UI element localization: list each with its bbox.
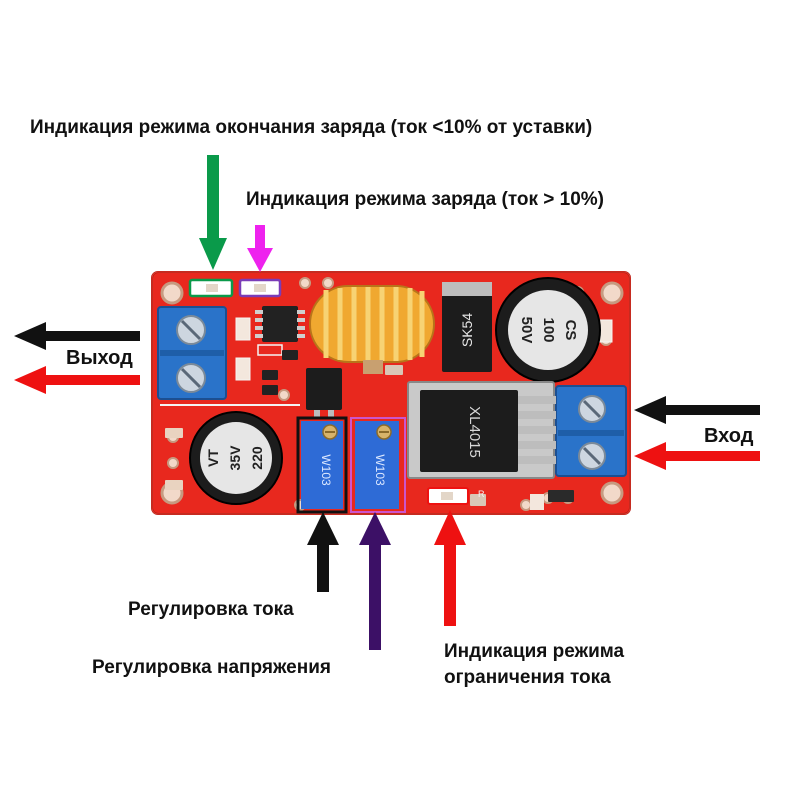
diode-marking: SK54 xyxy=(459,313,475,347)
label-output: Выход xyxy=(66,347,133,369)
schottky-diode: SK54 xyxy=(442,282,492,372)
mounting-hole xyxy=(600,281,624,305)
arrow-current-limit xyxy=(434,510,466,626)
arrow-charging xyxy=(247,225,273,272)
capacitor-left: VT 35V 220 xyxy=(189,411,283,505)
cap-left-line1: VT xyxy=(205,449,221,467)
led-charging xyxy=(238,278,282,298)
mounting-hole xyxy=(600,481,624,505)
label-voltage-adjust: Регулировка напряжения xyxy=(92,657,331,678)
label-charging: Индикация режима заряда (ток > 10%) xyxy=(246,189,605,210)
current-pot-marking: W103 xyxy=(319,454,333,486)
label-current-limit-line2: ограничения тока xyxy=(444,667,611,688)
led-full-charge xyxy=(188,278,234,298)
mounting-hole xyxy=(160,281,184,305)
control-ic xyxy=(255,306,305,342)
arrow-full-charge xyxy=(199,155,227,270)
arrow-output-positive xyxy=(14,366,140,394)
cap-right-line1: CS xyxy=(562,320,579,341)
label-current-adjust: Регулировка тока xyxy=(128,599,294,620)
current-trim-pot: W103 xyxy=(296,416,348,514)
cap-left-line2: 35V xyxy=(227,445,243,471)
transistor xyxy=(306,368,342,418)
label-current-limit-line1: Индикация режима xyxy=(444,641,625,662)
main-ic: XL4015 xyxy=(407,381,556,479)
cap-right-line3: 50V xyxy=(518,317,535,344)
inductor xyxy=(309,285,435,374)
arrow-voltage-adjust xyxy=(359,512,391,650)
resistor-marker: R xyxy=(478,489,485,499)
arrow-output-negative xyxy=(14,322,140,350)
voltage-trim-pot: W103 xyxy=(350,417,406,513)
label-full-charge: Индикация режима окончания заряда (ток <… xyxy=(30,117,593,138)
main-ic-marking: XL4015 xyxy=(466,406,483,458)
arrow-input-positive xyxy=(634,442,760,470)
capacitor-right: CS 100 50V xyxy=(495,277,601,383)
label-input: Вход xyxy=(704,425,754,447)
output-terminal xyxy=(157,306,227,400)
led-current-limit xyxy=(427,487,469,505)
cap-right-line2: 100 xyxy=(540,317,557,342)
arrow-current-adjust xyxy=(307,512,339,592)
voltage-pot-marking: W103 xyxy=(373,454,387,486)
arrow-input-negative xyxy=(634,396,760,424)
input-terminal xyxy=(555,385,627,477)
cap-left-line3: 220 xyxy=(249,446,265,470)
